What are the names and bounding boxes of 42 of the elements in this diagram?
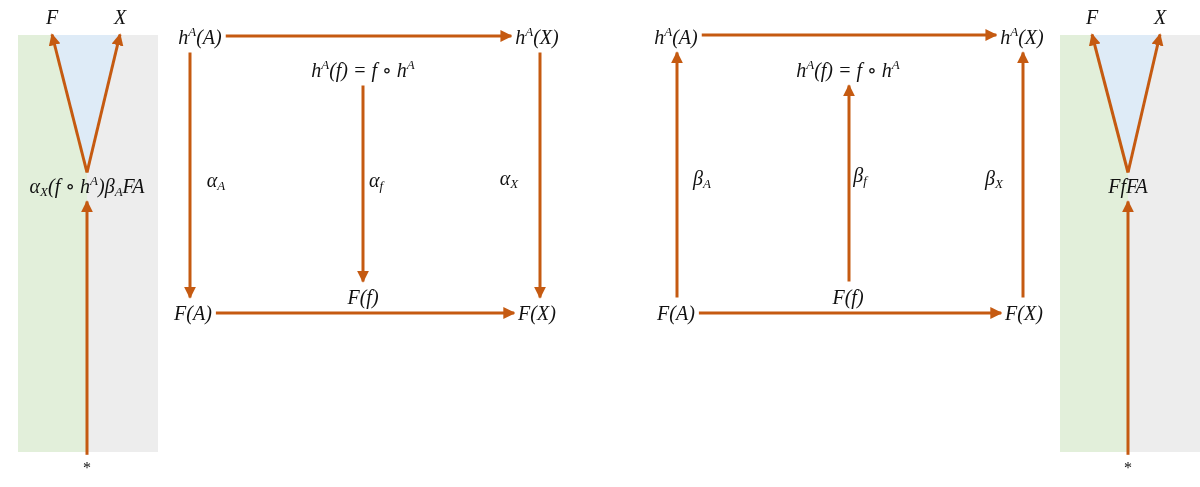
math-label: h$^{A}$(A) bbox=[178, 25, 222, 49]
star-symbol: * bbox=[1124, 458, 1132, 478]
arrow bbox=[701, 29, 998, 41]
arrow bbox=[215, 307, 516, 319]
math-label: F(A) bbox=[174, 301, 212, 325]
arrow bbox=[1088, 33, 1130, 173]
math-label: X bbox=[113, 5, 127, 29]
math-label: h$^{A}$(X) bbox=[1000, 25, 1044, 49]
math-label: F bbox=[1085, 5, 1099, 29]
edge-label: α$_{A}$ bbox=[206, 168, 226, 192]
arrow bbox=[671, 51, 683, 298]
edge-label: β$_{f}$ bbox=[853, 163, 867, 187]
math-label: h$^{A}$(X) bbox=[515, 25, 559, 49]
math-label: F bbox=[45, 5, 59, 29]
arrow bbox=[843, 84, 855, 282]
math-label: α$_{X}$(f ∘ h$^{A}$)β$_{A}$FA bbox=[29, 174, 145, 198]
edge-label: α$_{f}$ bbox=[368, 168, 384, 192]
arrow bbox=[534, 52, 546, 299]
arrow bbox=[225, 30, 513, 42]
arrow bbox=[184, 52, 196, 299]
edge-label: β$_{X}$ bbox=[985, 166, 1003, 190]
math-label: F(X) bbox=[1005, 301, 1043, 325]
math-label: F(A) bbox=[657, 301, 695, 325]
arrow bbox=[357, 85, 369, 283]
star-symbol: * bbox=[83, 458, 91, 478]
math-label: F(f) bbox=[832, 285, 864, 309]
edge-label: α$_{X}$ bbox=[499, 166, 519, 190]
math-label: FfFA bbox=[1108, 174, 1148, 198]
arrow bbox=[48, 33, 89, 173]
math-label: h$^{A}$(f) = f ∘ h$^{A}$ bbox=[793, 58, 903, 82]
math-label: X bbox=[1153, 5, 1167, 29]
arrow bbox=[1122, 200, 1134, 455]
arrow bbox=[1017, 51, 1029, 298]
math-label: F(f) bbox=[347, 285, 379, 309]
edge-label: β$_{A}$ bbox=[693, 166, 711, 190]
arrow bbox=[81, 200, 93, 455]
math-label: h$^{A}$(f) = f ∘ h$^{A}$ bbox=[308, 58, 418, 82]
arrow bbox=[85, 33, 124, 173]
math-label: h$^{A}$(A) bbox=[654, 25, 698, 49]
arrow bbox=[698, 307, 1003, 319]
arrow bbox=[1126, 33, 1164, 173]
math-label: F(X) bbox=[518, 301, 556, 325]
